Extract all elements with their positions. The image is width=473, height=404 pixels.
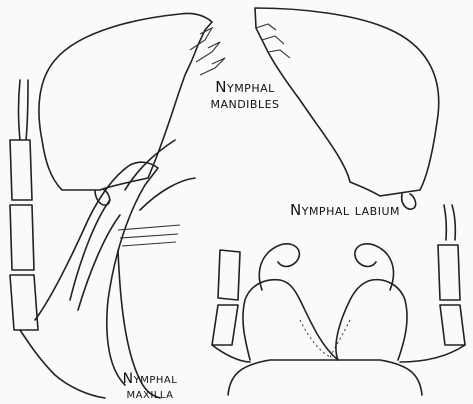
mandibles-label: Nymphal mandibles [195, 80, 295, 112]
labium-label: Nymphal labium [255, 203, 435, 219]
maxilla-label-line1: Nymphal [110, 372, 190, 387]
maxillary-palp [10, 80, 38, 330]
mandibles-label-line2: mandibles [195, 96, 295, 112]
maxilla [20, 140, 195, 398]
maxilla-label-line2: maxilla [110, 387, 190, 402]
labium [212, 205, 465, 395]
maxilla-label: Nymphal maxilla [110, 372, 190, 401]
